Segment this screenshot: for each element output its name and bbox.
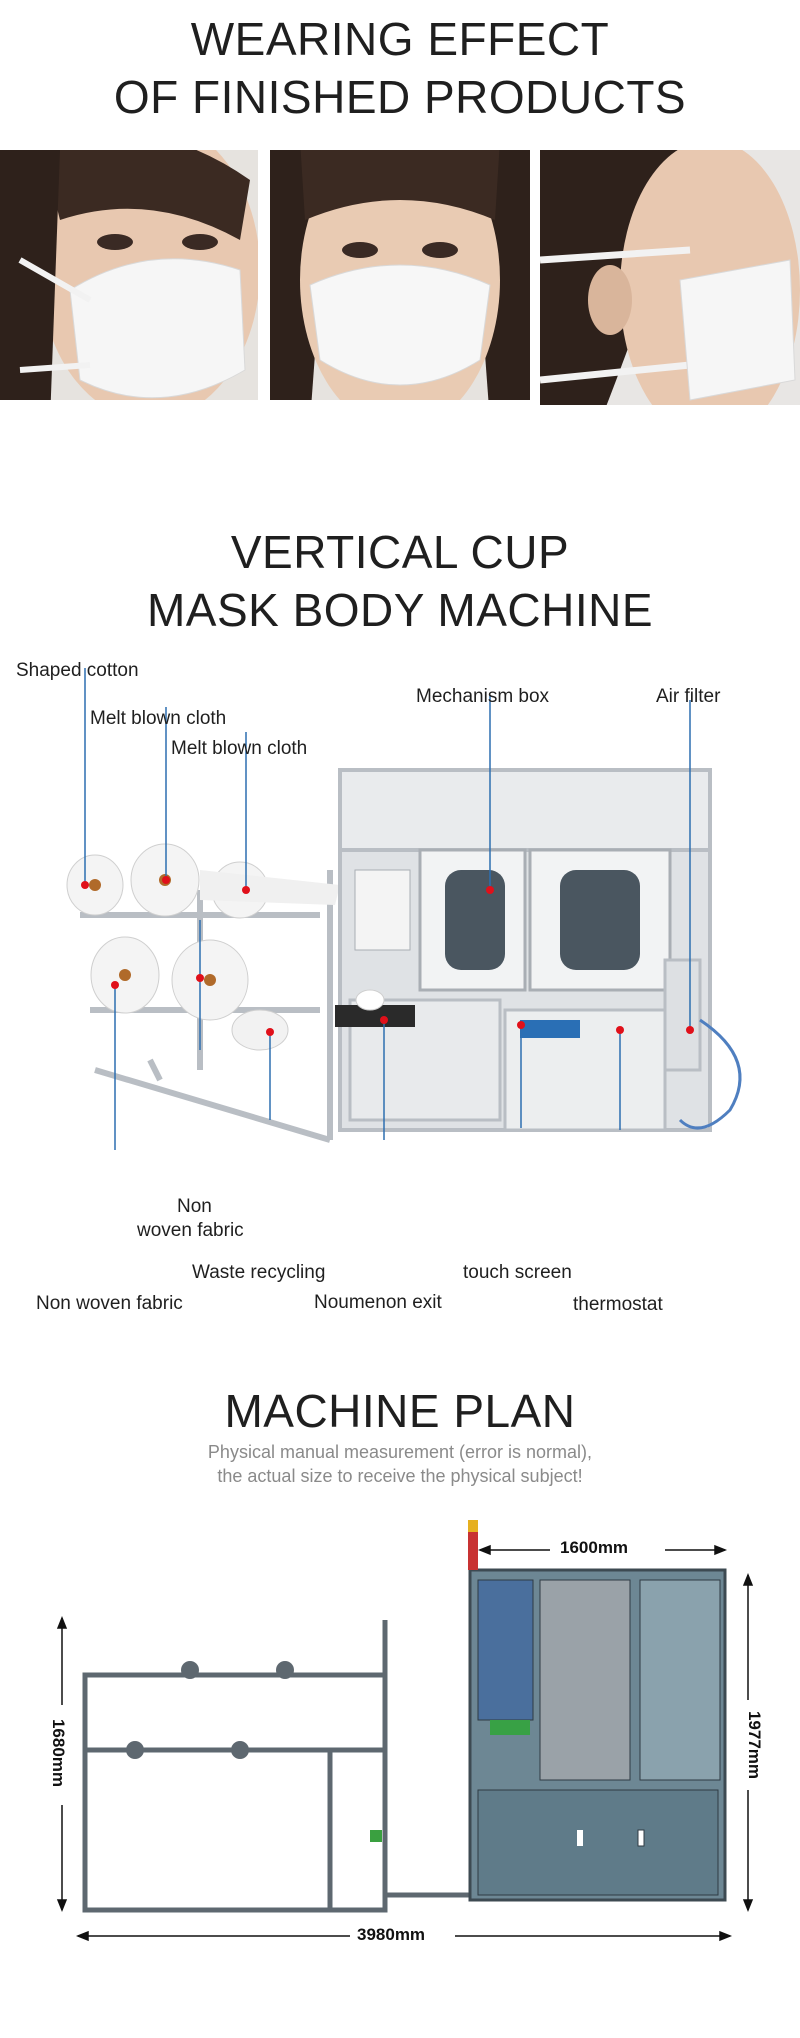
dim-bottom: 3980mm xyxy=(357,1925,426,1944)
title-line: VERTICAL CUP xyxy=(230,526,570,578)
label-non-woven-a: Non xyxy=(177,1196,212,1217)
title-line: WEARING EFFECT xyxy=(190,13,610,65)
machine-plan-drawing: 1600mm 1977mm 1680mm 3980mm xyxy=(0,1470,800,2030)
plan-subtitle: Physical manual measurement (error is no… xyxy=(0,1440,800,1488)
machine-diagram: Shaped cotton Melt blown cloth Melt blow… xyxy=(0,640,800,1320)
label-waste-recycling: Waste recycling xyxy=(192,1262,326,1283)
title-line: MACHINE PLAN xyxy=(224,1385,576,1437)
subtitle-line: the actual size to receive the physical … xyxy=(217,1466,583,1486)
label-melt-blown-2: Melt blown cloth xyxy=(171,738,308,759)
title-line: OF FINISHED PRODUCTS xyxy=(113,71,687,123)
dim-right: 1977mm xyxy=(745,1710,765,1780)
wearing-photos xyxy=(0,150,800,422)
subtitle-line: Physical manual measurement (error is no… xyxy=(207,1442,593,1462)
label-non-woven-fabric: Non woven fabric xyxy=(36,1293,183,1314)
label-noumenon-exit: Noumenon exit xyxy=(314,1292,442,1313)
label-non-woven-b: woven fabric xyxy=(137,1220,244,1241)
label-thermostat: thermostat xyxy=(573,1294,663,1315)
label-mechanism-box: Mechanism box xyxy=(416,686,550,707)
machine-title: VERTICAL CUP MASK BODY MACHINE xyxy=(0,523,800,639)
machine-plan-title: MACHINE PLAN xyxy=(0,1382,800,1440)
wearing-effect-title: WEARING EFFECT OF FINISHED PRODUCTS xyxy=(0,10,800,126)
dim-left: 1680mm xyxy=(49,1718,69,1788)
wearing-photo-front xyxy=(270,150,530,422)
label-air-filter: Air filter xyxy=(656,686,721,707)
title-line: MASK BODY MACHINE xyxy=(146,584,654,636)
wearing-photo-side xyxy=(540,150,800,422)
dim-top: 1600mm xyxy=(560,1538,629,1557)
machine-illustration xyxy=(66,668,742,1150)
label-touch-screen: touch screen xyxy=(463,1262,572,1283)
label-shaped-cotton: Shaped cotton xyxy=(16,660,139,681)
wearing-photo-left xyxy=(0,150,258,422)
plan-illustration xyxy=(56,1520,754,1942)
label-melt-blown-1: Melt blown cloth xyxy=(90,708,227,729)
